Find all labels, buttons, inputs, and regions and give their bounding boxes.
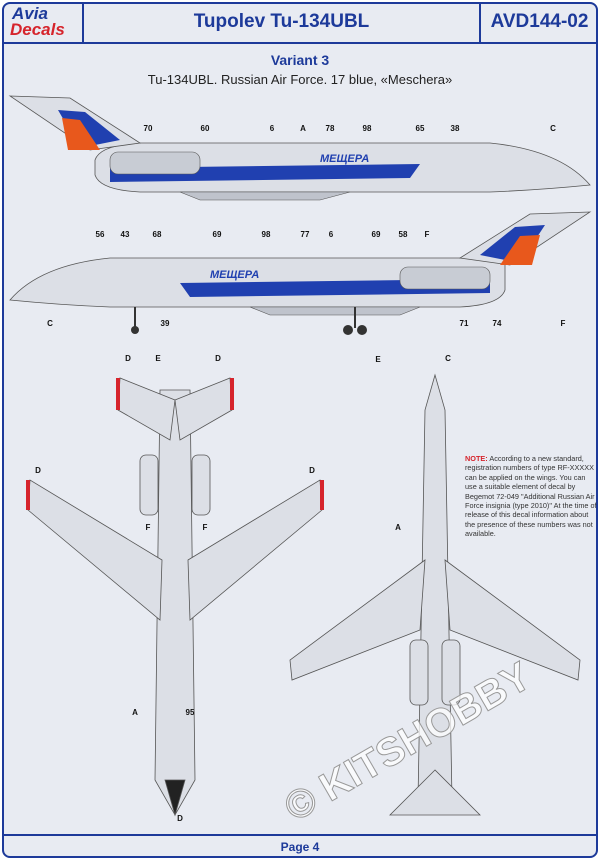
- callout-label: D: [125, 354, 131, 363]
- callout-label: A: [300, 124, 306, 133]
- logo-text-bottom: Decals: [10, 20, 65, 39]
- callout-label: 69: [371, 230, 381, 239]
- variant-subtitle: Tu-134UBL. Russian Air Force. 17 blue, «…: [147, 72, 453, 87]
- product-code: AVD144-02: [490, 11, 589, 32]
- callout-label: 38: [450, 124, 460, 133]
- callout-label: F: [145, 523, 151, 532]
- callout-label: A: [132, 708, 138, 717]
- callout-label: C: [445, 354, 451, 363]
- callout-label: D: [177, 814, 183, 823]
- callout-label: 70: [143, 124, 153, 133]
- callout-label: C: [550, 124, 556, 133]
- fuselage-lettering-top: МЕЩЕРА: [320, 153, 369, 165]
- callout-label: C: [47, 319, 53, 328]
- footer: Page 4: [2, 834, 598, 858]
- note-text: NOTE: According to a new standard, regis…: [465, 454, 597, 539]
- side-view-left: МЕЩЕРА: [9, 211, 592, 335]
- note-body: According to a new standard, registratio…: [465, 454, 597, 539]
- callout-label: 65: [415, 124, 425, 133]
- callout-label: 43: [120, 230, 130, 239]
- callout-label: D: [309, 466, 315, 475]
- callout-label: 56: [95, 230, 105, 239]
- callout-label: D: [215, 354, 221, 363]
- plan-view-underside: [26, 377, 324, 817]
- callout-label: 78: [325, 124, 335, 133]
- callout-label: F: [202, 523, 208, 532]
- callout-label: 68: [152, 230, 162, 239]
- note-label: NOTE:: [465, 454, 488, 463]
- callout-label: 6: [328, 230, 334, 239]
- callout-label: F: [560, 319, 566, 328]
- callout-label: 58: [398, 230, 408, 239]
- callout-label: 6: [269, 124, 275, 133]
- page-number: Page 4: [280, 840, 320, 854]
- callout-label: D: [35, 466, 41, 475]
- callout-label: 60: [200, 124, 210, 133]
- callout-label: 71: [459, 319, 469, 328]
- callout-label: 98: [362, 124, 372, 133]
- fuselage-lettering-bottom: МЕЩЕРА: [210, 269, 259, 281]
- page-title: Tupolev Tu-134UBL: [84, 2, 481, 42]
- logo-text-top: Avia: [12, 4, 48, 23]
- callout-label: A: [395, 523, 401, 532]
- callout-label: 95: [185, 708, 195, 717]
- callout-label: 77: [300, 230, 310, 239]
- variant-title: Variant 3: [270, 52, 330, 68]
- callout-label: 69: [212, 230, 222, 239]
- callout-label: 39: [160, 319, 170, 328]
- side-view-right: МЕЩЕРА: [8, 95, 591, 201]
- callout-label: E: [155, 354, 161, 363]
- plan-view-top: [289, 373, 581, 816]
- callout-label: F: [424, 230, 430, 239]
- callout-label: E: [375, 355, 381, 364]
- callout-label: 98: [261, 230, 271, 239]
- callout-label: 74: [492, 319, 502, 328]
